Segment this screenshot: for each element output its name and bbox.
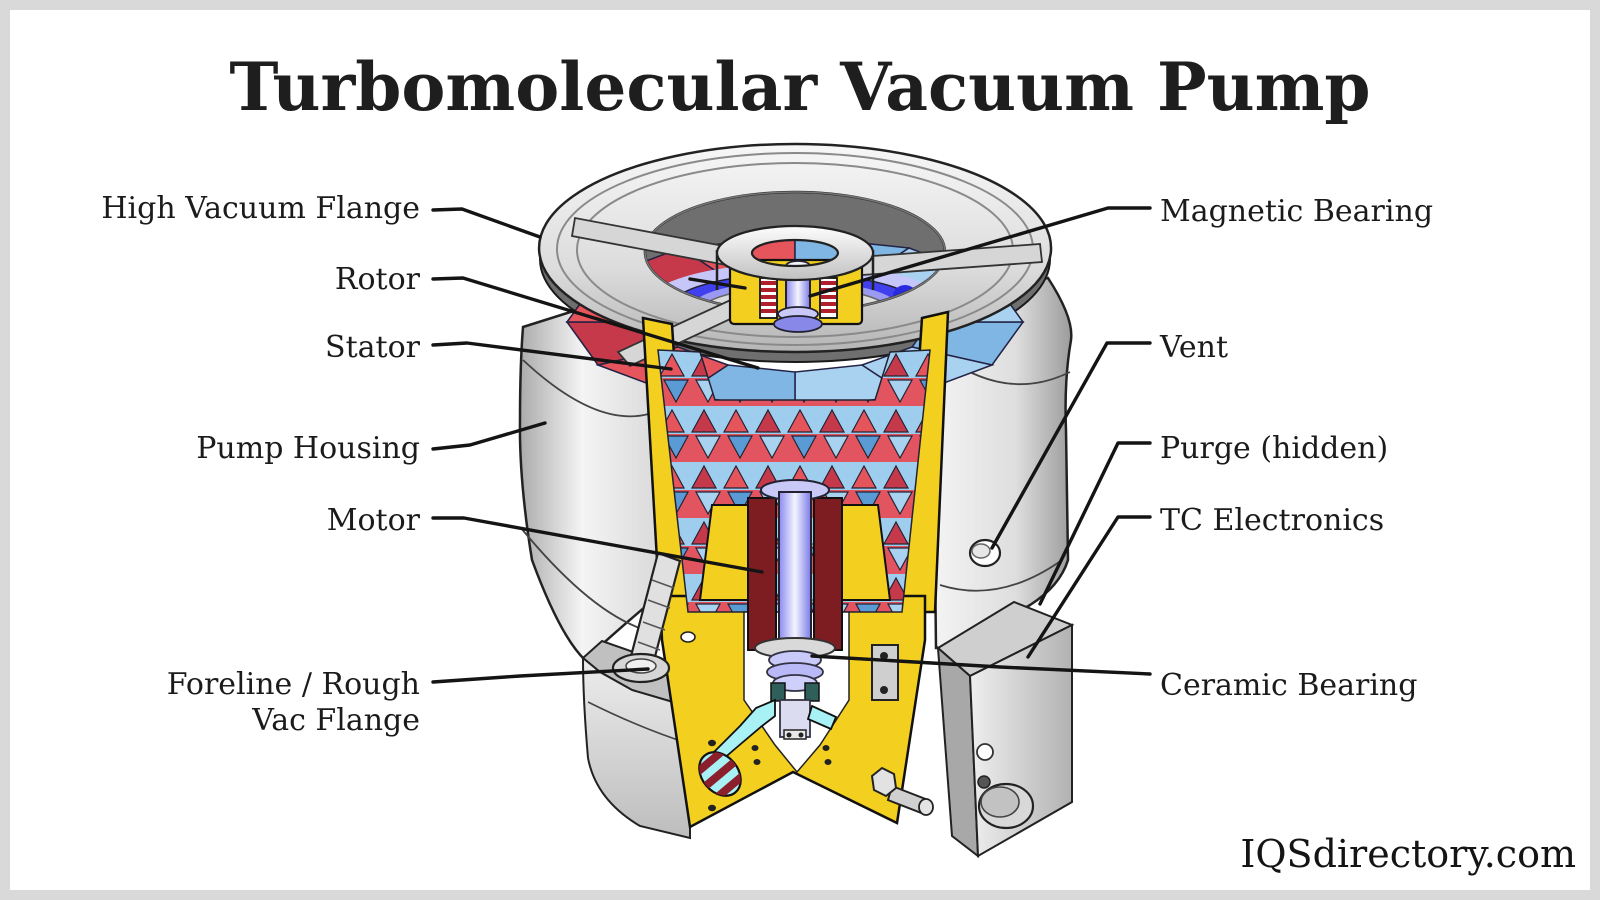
leader-high-vacuum-flange	[431, 207, 542, 239]
label-motor: Motor	[326, 503, 420, 538]
high-vacuum-flange-rim	[537, 142, 1053, 354]
ceramic-bearing-right	[804, 682, 820, 702]
bearing-hub	[715, 224, 875, 333]
label-magnetic-bearing: Magnetic Bearing	[1160, 194, 1434, 229]
label-foreline-rough-vac-flange: Foreline / Rough Vac Flange	[166, 667, 420, 738]
hex-bolt	[870, 766, 934, 816]
leader-pump-housing	[431, 421, 547, 451]
label-ceramic-bearing: Ceramic Bearing	[1160, 668, 1418, 703]
label-rotor: Rotor	[334, 262, 420, 297]
label-pump-housing: Pump Housing	[196, 431, 420, 466]
magnet-stack-left	[759, 277, 778, 319]
leader-stator	[431, 341, 673, 371]
leader-magnetic-bearing	[808, 206, 1152, 298]
foreline-port-seal	[691, 745, 749, 803]
leader-ceramic-bearing	[810, 654, 1152, 676]
drive-shaft	[754, 479, 836, 740]
tc-electronics-box	[936, 600, 1075, 859]
magnet-stack-right	[819, 277, 838, 319]
leader-vent	[990, 341, 1152, 550]
leader-motor	[431, 516, 764, 574]
label-tc-electronics: TC Electronics	[1160, 503, 1385, 538]
label-high-vacuum-flange: High Vacuum Flange	[101, 191, 420, 226]
label-vent: Vent	[1160, 330, 1229, 365]
leader-tc-electronics	[1026, 515, 1152, 659]
label-purge-hidden: Purge (hidden)	[1160, 431, 1389, 466]
leader-magnetic-bearing-tick	[688, 277, 747, 290]
page-title: Turbomolecular Vacuum Pump	[229, 48, 1371, 126]
ceramic-bearing-left	[770, 682, 786, 702]
leader-foreline	[431, 667, 650, 684]
motor-windings	[747, 497, 843, 651]
leader-rotor	[431, 276, 760, 370]
watermark: IQSdirectory.com	[1240, 832, 1576, 876]
leader-purge	[1038, 441, 1152, 606]
pump-housing-body	[518, 276, 1073, 662]
connector-plate	[871, 644, 899, 701]
label-stator: Stator	[325, 330, 420, 365]
housing-left-shell	[518, 288, 660, 662]
leader-lines	[431, 206, 1152, 684]
bolt-holes	[708, 739, 832, 812]
purge-channels	[712, 698, 838, 762]
